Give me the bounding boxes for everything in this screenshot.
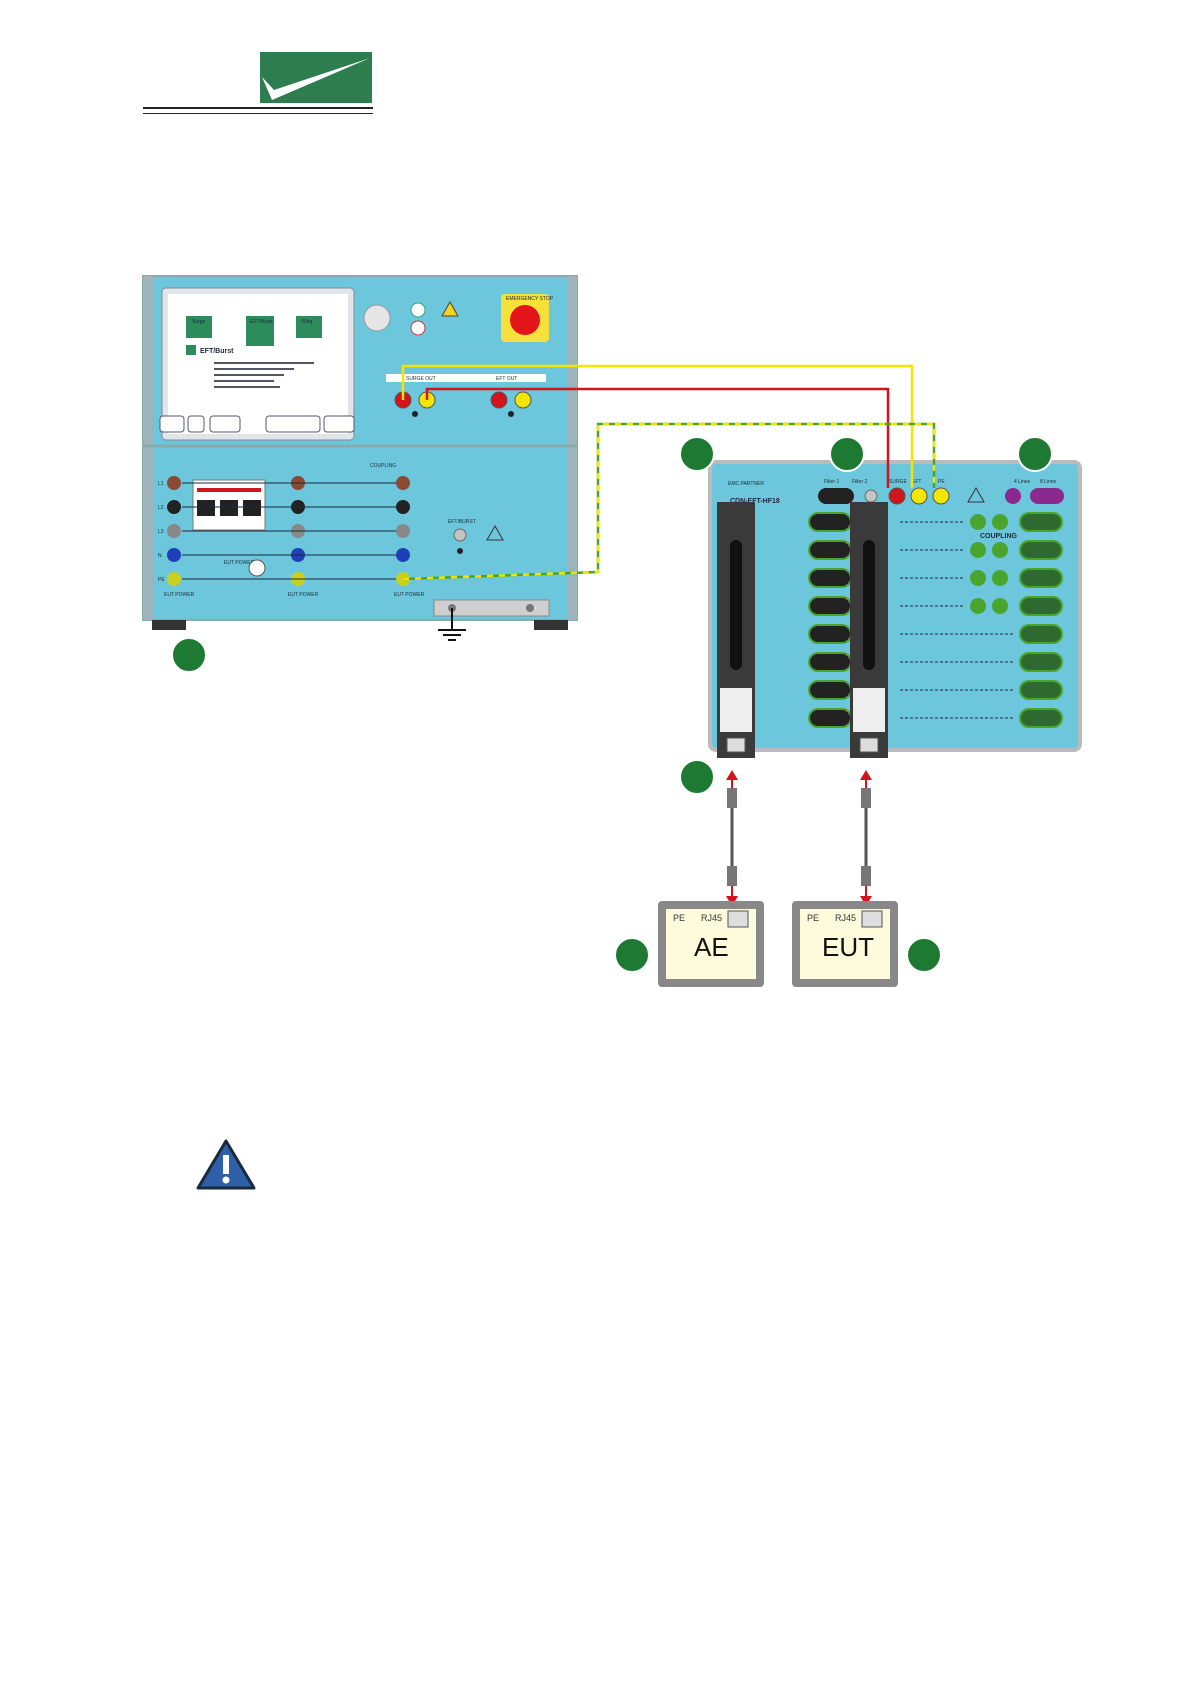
callout-eut xyxy=(907,938,941,972)
cdn-label-eft: EFT xyxy=(912,479,921,485)
callout-cdn-mid xyxy=(830,437,864,471)
ae-label: AE xyxy=(694,932,729,962)
eut-power-breaker[interactable] xyxy=(193,480,265,530)
callout-ae xyxy=(615,938,649,972)
cdn-label-pe: PE xyxy=(938,479,945,485)
cdn-label-8lines: 8 Lines xyxy=(1040,479,1057,485)
eut-label: EUT xyxy=(822,932,874,962)
ae-box: PE RJ45 AE xyxy=(658,901,764,987)
eut-port-rj45: RJ45 xyxy=(835,913,856,923)
cable-right xyxy=(860,770,872,906)
tile-ring: Ring xyxy=(302,319,313,325)
cdn-brand: EMC PARTNER xyxy=(728,481,764,487)
cdn-module-right[interactable] xyxy=(850,502,888,758)
cdn-module-left[interactable] xyxy=(717,502,755,758)
cdn-unit: EMC PARTNER CDN-EFT-HF18 Filter 1 Filter… xyxy=(710,462,1080,758)
line-label-l3: L3 xyxy=(158,529,164,535)
tile-surge: Surge xyxy=(192,319,206,325)
callout-cdn-left xyxy=(680,437,714,471)
ae-port-pe: PE xyxy=(673,913,685,923)
line-label-n: N xyxy=(158,553,162,559)
emergency-stop-label: EMERGENCY STOP xyxy=(506,296,554,302)
coupling-label: COUPLING xyxy=(370,463,396,469)
callout-cdn-right xyxy=(1018,437,1052,471)
eut-power-mid-label: EUT POWER xyxy=(288,592,319,598)
line-label-pe: PE xyxy=(158,577,165,583)
warning-icon xyxy=(198,1141,254,1188)
cable-left xyxy=(726,770,738,906)
cdn-label-filter1: Filter 1 xyxy=(824,479,840,485)
eft-out-label: EFT OUT xyxy=(496,376,517,382)
callout-generator xyxy=(172,638,206,672)
emergency-stop-button[interactable]: EMERGENCY STOP xyxy=(501,294,554,342)
line-label-l2: L2 xyxy=(158,505,164,511)
line-label-l1: L1 xyxy=(158,481,164,487)
screen-title: EFT/Burst xyxy=(200,348,234,355)
eut-port-pe: PE xyxy=(807,913,819,923)
cdn-coupling-label: COUPLING xyxy=(980,533,1018,540)
callout-cable xyxy=(680,760,714,794)
tile-eft: EFT/Burst xyxy=(250,319,273,325)
eut-power-left-label: EUT POWER xyxy=(164,592,195,598)
cdn-label-surge: SURGE xyxy=(889,479,907,485)
generator-unit: Surge EFT/Burst Ring EFT/Burst EMERGENCY… xyxy=(143,276,577,640)
cdn-label-filter2: Filter 2 xyxy=(852,479,868,485)
eft-burst-label: EFT/BURST xyxy=(448,519,476,525)
cdn-label-4lines: 4 Lines xyxy=(1014,479,1031,485)
ae-port-rj45: RJ45 xyxy=(701,913,722,923)
surge-out-label: SURGE OUT xyxy=(406,376,436,382)
eut-box: PE RJ45 EUT xyxy=(792,901,898,987)
eut-power-right-label: EUT POWER xyxy=(394,592,425,598)
